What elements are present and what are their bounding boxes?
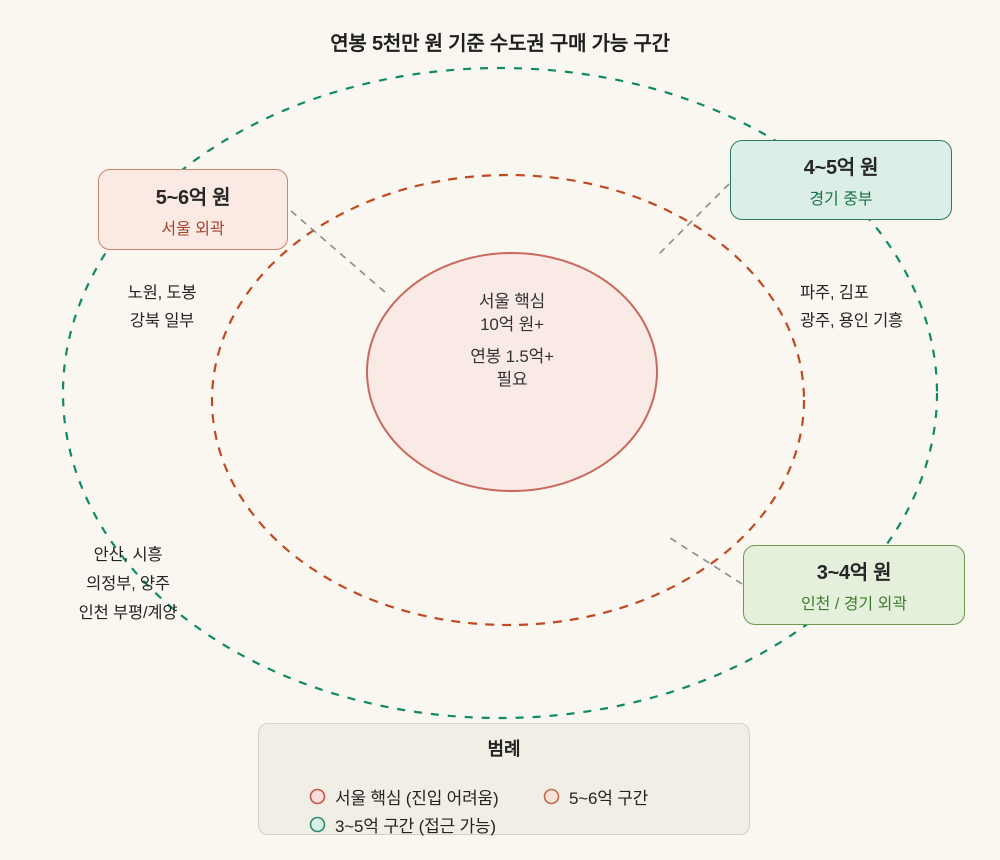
legend-item-label: 서울 핵심 (진입 어려움) bbox=[335, 788, 499, 808]
price-box-price: 5~6억 원 bbox=[155, 186, 231, 209]
price-box-region: 서울 외곽 bbox=[161, 220, 225, 238]
area-label-line: 강북 일부 bbox=[129, 312, 195, 330]
legend-marker-seoul-core-icon bbox=[309, 788, 326, 804]
core-region: 서울 핵심 bbox=[478, 292, 546, 311]
legend-title: 범례 bbox=[487, 739, 521, 759]
price-box-price: 4~5억 원 bbox=[803, 157, 879, 179]
legend-marker-5-6eok-icon bbox=[543, 788, 560, 804]
area-label-northeast: 노원, 도봉 강북 일부 bbox=[82, 279, 242, 335]
price-box-incheon-gyeonggi: 3~4억 원 인천 / 경기 외곽 bbox=[743, 545, 965, 625]
legend-item-5-6eok: 5~6억 구간 bbox=[543, 784, 648, 808]
connector-incheon-gyeonggi bbox=[666, 535, 743, 585]
legend-item-label: 3~5억 구간 (접근 가능) bbox=[335, 816, 496, 836]
legend-marker-3-5eok-icon bbox=[309, 816, 326, 832]
core-salary-need-2: 필요 bbox=[496, 370, 528, 389]
ring-outer-3-5eok bbox=[61, 66, 939, 720]
area-label-line: 파주, 김포 bbox=[800, 284, 869, 302]
area-label-southwest: 안산, 시흥 의정부, 양주 인천 부평/계양 bbox=[48, 541, 208, 628]
core-zone-label: 서울 핵심 10억 원+ 연봉 1.5억+ 필요 bbox=[362, 290, 662, 391]
legend-panel: 범례 서울 핵심 (진입 어려움) 5~6억 구간 3~5억 구간 (접근 가능… bbox=[258, 723, 750, 836]
core-price: 10억 원+ bbox=[480, 315, 544, 334]
price-box-price: 3~4억 원 bbox=[816, 562, 892, 584]
page-title: 연봉 5천만 원 기준 수도권 구매 가능 구간 bbox=[330, 33, 670, 55]
area-label-west: 파주, 김포 광주, 용인 기흥 bbox=[800, 279, 990, 335]
legend-item-label: 5~6억 구간 bbox=[569, 788, 649, 808]
area-label-line: 안산, 시흥 bbox=[93, 546, 163, 564]
ring-middle-5-6eok bbox=[210, 173, 806, 627]
legend-item-seoul-core: 서울 핵심 (진입 어려움) bbox=[309, 784, 499, 808]
area-label-line: 의정부, 양주 bbox=[86, 575, 170, 593]
price-box-gyeonggi-central: 4~5억 원 경기 중부 bbox=[730, 140, 952, 220]
connector-seoul-outskirts bbox=[290, 210, 387, 294]
area-label-line: 인천 부평/계양 bbox=[78, 604, 178, 622]
price-box-seoul-outskirts: 5~6억 원 서울 외곽 bbox=[98, 169, 288, 250]
core-salary-need: 연봉 1.5억+ bbox=[470, 347, 554, 366]
legend-item-3-5eok: 3~5억 구간 (접근 가능) bbox=[309, 812, 496, 836]
connector-gyeonggi-central bbox=[655, 183, 730, 258]
area-label-line: 노원, 도봉 bbox=[127, 284, 197, 302]
price-box-region: 인천 / 경기 외곽 bbox=[800, 596, 908, 613]
area-label-line: 광주, 용인 기흥 bbox=[800, 312, 904, 330]
price-box-region: 경기 중부 bbox=[809, 191, 873, 208]
core-circle-seoul bbox=[366, 252, 658, 492]
